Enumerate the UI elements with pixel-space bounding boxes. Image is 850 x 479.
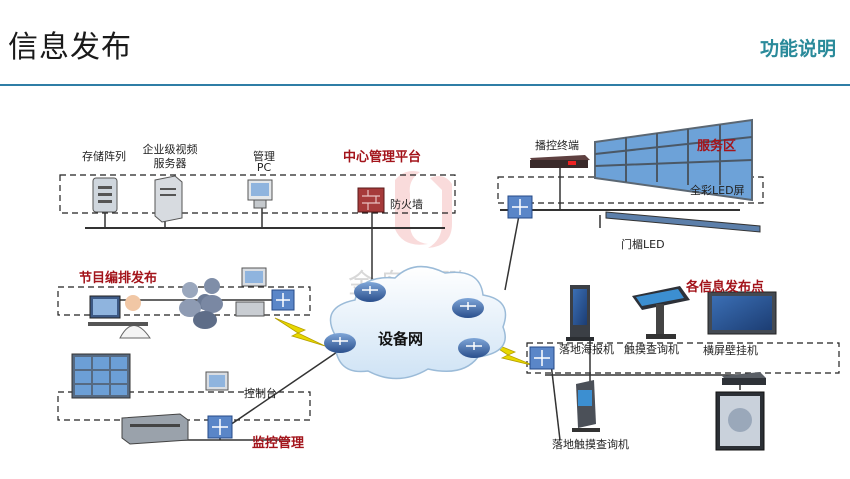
led-video-wall-icon (594, 118, 753, 202)
label-floor-kiosk: 落地海报机 (559, 343, 614, 356)
label-touch-query: 触摸查询机 (624, 343, 679, 356)
switch-icon (529, 346, 555, 370)
operator-workstation-icon (88, 295, 151, 339)
area-center-platform: 中心管理平台 (342, 150, 422, 165)
area-monitoring: 监控管理 (252, 436, 305, 451)
area-program-editing: 节目编排发布 (79, 271, 158, 286)
equipment-network-cloud (329, 265, 507, 380)
label-floor-touch-query: 落地触摸查询机 (552, 438, 629, 451)
switch-icon (507, 195, 533, 219)
router-icon (452, 298, 484, 318)
playback-terminal-icon (530, 155, 590, 168)
label-mgmt-pc-1: 管理 (253, 150, 275, 163)
router-icon (354, 282, 386, 302)
set-top-player-icon (722, 372, 766, 385)
switch-icon (207, 415, 233, 439)
label-video-server-2: 服务器 (153, 157, 187, 170)
console-pc-icon (205, 371, 229, 391)
label-mgmt-pc-2: PC (256, 161, 272, 174)
landscape-wall-icon (707, 291, 777, 335)
storage-array-icon (92, 177, 118, 213)
video-server-icon (154, 175, 183, 223)
lintel-led-icon (605, 211, 761, 233)
label-lintel-led: 门楣LED (621, 238, 665, 251)
label-landscape-wall: 横屏壁挂机 (703, 344, 758, 357)
label-video-server-1: 企业级视频 (142, 143, 198, 156)
touch-query-icon (632, 286, 690, 339)
center-platform-box (59, 174, 456, 214)
floor-touch-query-icon (572, 380, 600, 432)
area-publish-points: 各信息发布点 (686, 280, 765, 295)
nvr-device-icon (121, 413, 189, 445)
watermark-logo (395, 171, 452, 248)
router-icon (324, 333, 356, 353)
section-label: 功能说明 (759, 38, 836, 60)
floor-kiosk-icon (566, 285, 594, 341)
title-divider (0, 84, 850, 86)
wall-display-icon (715, 391, 765, 451)
page-title: 信息发布 (8, 30, 132, 65)
lightning-link-left (274, 317, 326, 347)
router-icon (458, 338, 490, 358)
label-full-color-led: 全彩LED屏 (690, 184, 745, 197)
terminal-pc-icon (235, 267, 267, 317)
area-service: 服务区 (697, 139, 737, 154)
firewall-icon (357, 187, 385, 213)
switch-icon (271, 289, 295, 311)
management-pc-icon (247, 179, 273, 209)
label-equipment-network: 设备网 (378, 330, 424, 348)
monitoring-video-wall-icon (71, 353, 131, 399)
label-firewall: 防火墙 (390, 198, 423, 211)
label-playback-terminal: 播控终端 (535, 139, 579, 152)
label-storage-array: 存储阵列 (82, 150, 126, 163)
label-console: 控制台 (244, 387, 277, 400)
publish-points-box (526, 342, 840, 374)
user-group-icon (179, 278, 223, 329)
